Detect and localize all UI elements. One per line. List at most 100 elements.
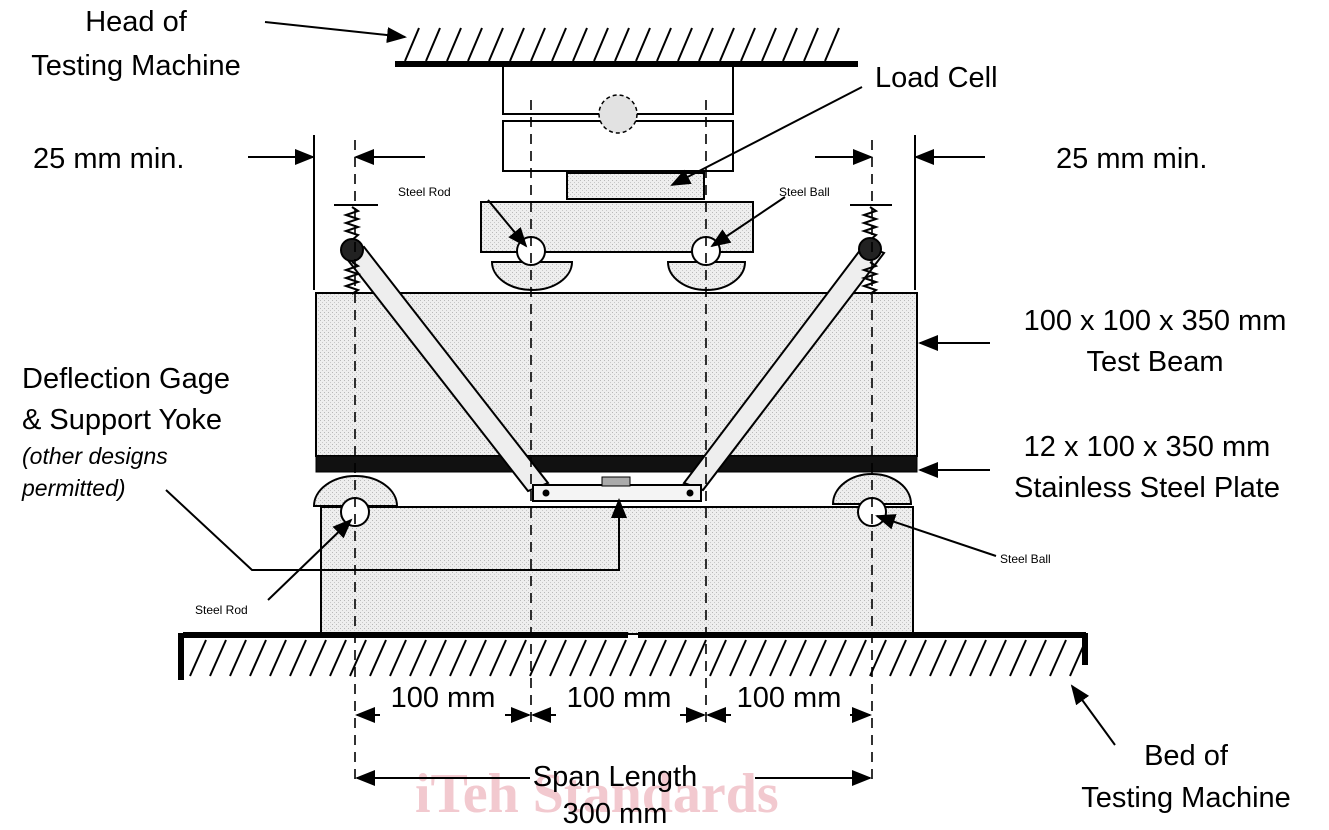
hatch-line [989,639,1007,677]
hatch-line [429,639,447,677]
hatch-line [349,639,367,677]
hatch-line [782,27,798,62]
hatch-line [809,639,827,677]
hatch-line [249,639,267,677]
gage-label-line1: Deflection Gage [22,363,230,395]
hatch-line [329,639,347,677]
overhang-dimensions [248,135,985,290]
lower-left-seat [312,475,399,507]
hatch-line [309,639,327,677]
hatch-line [289,639,307,677]
plate-label-line1: 12 x 100 x 350 mm [1024,431,1271,463]
head-label-line1: Head of [85,6,188,38]
hatch-line [404,27,420,62]
hatch-line [409,639,427,677]
hatch-line [589,639,607,677]
hatch-line [529,639,547,677]
bed-label-line2: Testing Machine [1081,782,1291,814]
beam-label-line1: 100 x 100 x 350 mm [1024,305,1287,337]
support-yoke [334,204,892,502]
hatch-line [389,639,407,677]
hatch-line [789,639,807,677]
span-label-line2: 300 mm [563,798,668,830]
hatch-line [1009,639,1027,677]
watermark: iTeh Standards [415,763,779,825]
hatch-line [593,27,609,62]
hatch-line [929,639,947,677]
hatch-line [609,639,627,677]
hatch-line [1049,639,1067,677]
hatch-line [614,27,630,62]
gage-note-line2: permitted) [21,475,126,501]
bed-label-line1: Bed of [1144,740,1229,772]
hatch-line [949,639,967,677]
hatch-line [469,639,487,677]
hatch-line [849,639,867,677]
hatch-line [829,639,847,677]
machine-bed [178,632,1088,680]
steel-ball-top-label: Steel Ball [779,185,830,199]
hatch-line [1069,639,1087,677]
gage-label-line2: & Support Yoke [22,404,222,436]
hatch-line [489,639,507,677]
hatch-line [509,27,525,62]
steel-ball-bottom-label: Steel Ball [1000,552,1051,566]
head-label-line2: Testing Machine [31,50,241,82]
hatch-line [488,27,504,62]
hatch-line [740,27,756,62]
hatch-line [761,27,777,62]
hatch-line [446,27,462,62]
leader-arrows [165,21,1116,746]
hatch-line [369,639,387,677]
hatch-line [889,639,907,677]
hatch-line [509,639,527,677]
upper-left-seat [490,261,574,291]
hatch-line [189,639,207,677]
hatch-line [729,639,747,677]
hatch-line [530,27,546,62]
hatch-line [649,639,667,677]
steel-rod-top-label: Steel Rod [398,185,451,199]
hatch-line [549,639,567,677]
hatch-line [719,27,735,62]
hatch-line [1029,639,1047,677]
span-label-line1: Span Length [533,761,697,793]
hatch-line [629,639,647,677]
hatch-line [425,27,441,62]
steel-rod-bottom-label: Steel Rod [195,603,248,617]
hatch-line [635,27,651,62]
hatch-line [689,639,707,677]
hatch-line [698,27,714,62]
hatch-line [572,27,588,62]
hatch-line [677,27,693,62]
hatch-line [769,639,787,677]
hatch-line [969,639,987,677]
hatch-line [749,639,767,677]
dimension-3-label: 100 mm [737,682,842,714]
gage-note-line1: (other designs [22,443,168,469]
dimension-2-label: 100 mm [567,682,672,714]
hatch-line [909,639,927,677]
hatch-line [669,639,687,677]
hatch-line [824,27,840,62]
overhang-label-left: 25 mm min. [33,143,184,175]
steel-plate [315,455,918,473]
hatch-line [551,27,567,62]
hatch-line [449,639,467,677]
hatch-line [269,639,287,677]
overhang-label-right: 25 mm min. [1056,143,1207,175]
center-lines [354,100,873,782]
load-cell-label: Load Cell [875,62,998,94]
machine-head [395,27,858,67]
load-cell [566,172,705,200]
hatch-line [803,27,819,62]
plate-label-line2: Stainless Steel Plate [1014,472,1280,504]
hatch-line [569,639,587,677]
hatch-line [656,27,672,62]
loading-assembly [480,65,754,291]
dimension-1-label: 100 mm [391,682,496,714]
hatch-line [209,639,227,677]
hatch-line [229,639,247,677]
hatch-line [709,639,727,677]
